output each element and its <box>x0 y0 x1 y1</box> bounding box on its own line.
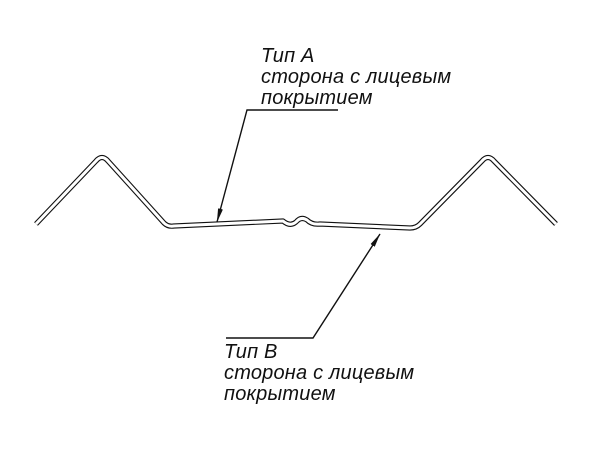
leader-line-type-b <box>226 233 381 339</box>
label-type-a-line1: сторона с лицевым <box>261 66 452 88</box>
label-type-a: Тип А сторона с лицевым покрытием <box>261 46 451 109</box>
label-type-a-title: Тип А <box>261 45 315 67</box>
label-type-b: Тип В сторона с лицевым покрытием <box>224 342 414 405</box>
sheet-profile-core <box>34 156 558 230</box>
label-type-b-line2: покрытием <box>224 383 336 405</box>
leader-line-type-a <box>216 109 338 223</box>
label-type-b-line1: сторона с лицевым <box>224 362 415 384</box>
label-type-b-title: Тип В <box>224 341 278 363</box>
label-type-a-line2: покрытием <box>261 87 373 109</box>
